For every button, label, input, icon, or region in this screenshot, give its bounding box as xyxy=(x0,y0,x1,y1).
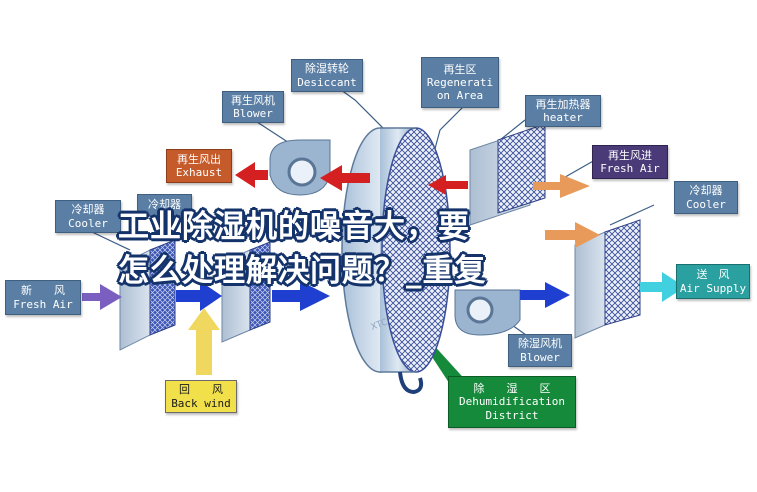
regen-heater-label-cn: 再生加热器 xyxy=(535,97,591,111)
cooler-mid-label: 冷却器 xyxy=(137,194,192,216)
arrow-fresh-air xyxy=(82,284,122,310)
regen-heater-label: 再生加热器 heater xyxy=(525,95,601,127)
exhaust-label-en: Exhaust xyxy=(175,166,223,179)
air-supply-label: 送 风 Air Supply xyxy=(676,264,750,299)
arrow-back-wind xyxy=(188,308,220,375)
cooler-right-label: 冷却器 Cooler xyxy=(674,181,738,214)
dehum-district-label-en2: District xyxy=(485,408,539,422)
back-wind-label: 回 风 Back wind xyxy=(165,380,237,413)
arrow-process-out xyxy=(520,282,570,308)
fresh-air-regen-label-cn: 再生风进 xyxy=(608,148,652,162)
regen-heater-label-en: heater xyxy=(543,111,583,124)
fresh-air-label-cn: 新 风 xyxy=(21,284,65,298)
air-supply-label-en: Air Supply xyxy=(679,281,747,295)
arrow-regen-red-in xyxy=(320,165,370,191)
regen-blower-label-en: Blower xyxy=(233,107,273,120)
cooler-left-label: 冷却器 Cooler xyxy=(55,200,121,233)
headline-overlay: 工业除湿机的噪音大，要 怎么处理解决问题？_重复 xyxy=(118,205,678,293)
air-supply-label-cn: 送 风 xyxy=(696,268,730,282)
arrow-cooler-return xyxy=(545,222,600,248)
right-cooler-unit xyxy=(574,219,641,339)
left-cooler-unit xyxy=(119,239,176,351)
cooler-left-label-cn: 冷却器 xyxy=(71,203,105,217)
arrow-air-supply xyxy=(640,272,685,302)
regen-area-label-en1: Regenerati xyxy=(426,75,494,89)
desiccant-wheel xyxy=(341,127,451,395)
fresh-air-regen-label-en: Fresh Air xyxy=(600,162,660,175)
desiccant-label-en: Desiccant xyxy=(297,75,357,89)
mid-cooler-unit xyxy=(221,241,271,343)
regen-blower-shape xyxy=(269,139,331,196)
desiccant-label-cn: 除湿转轮 xyxy=(305,62,349,76)
cooler-right-label-en: Cooler xyxy=(686,197,726,211)
headline-line-2: 怎么处理解决问题？_重复 xyxy=(118,253,487,289)
arrow-fresh-air-regen xyxy=(533,174,590,198)
back-wind-label-en: Back wind xyxy=(171,396,231,410)
cooler-right-label-cn: 冷却器 xyxy=(689,184,723,198)
desiccant-label: 除湿转轮 Desiccant xyxy=(291,59,363,92)
back-wind-label-cn: 回 风 xyxy=(179,383,223,397)
dehum-blower-label-cn: 除湿风机 xyxy=(518,337,562,351)
cooler-left-label-en: Cooler xyxy=(68,216,108,230)
arrow-process-blue xyxy=(176,281,330,311)
arrow-exhaust xyxy=(235,162,268,188)
dehum-district-label: 除 湿 区 Dehumidification District xyxy=(448,376,576,428)
headline-line-1: 工业除湿机的噪音大，要 xyxy=(118,209,470,245)
regen-area-label-en2: on Area xyxy=(436,89,484,103)
fresh-air-regen-label: 再生风进 Fresh Air xyxy=(592,145,668,179)
exhaust-label-cn: 再生风出 xyxy=(177,152,221,166)
arrow-heater-to-wheel xyxy=(428,175,468,195)
dehum-blower-label: 除湿风机 Blower xyxy=(508,334,572,367)
exhaust-label: 再生风出 Exhaust xyxy=(166,149,232,183)
dehum-district-label-en1: Dehumidification xyxy=(459,395,565,409)
fresh-air-label-en: Fresh Air xyxy=(13,297,73,311)
cooler-mid-label-cn: 冷却器 xyxy=(148,198,181,212)
regen-area-label-cn: 再生区 xyxy=(443,62,477,76)
regen-area-label: 再生区 Regenerati on Area xyxy=(421,57,499,108)
dehum-blower-shape xyxy=(454,289,521,336)
dehum-district-label-cn: 除 湿 区 xyxy=(473,382,551,396)
regen-blower-label-cn: 再生风机 xyxy=(231,93,275,107)
dehum-blower-label-en: Blower xyxy=(520,350,560,364)
regen-blower-label: 再生风机 Blower xyxy=(222,91,284,123)
regen-heater-shape xyxy=(469,123,546,226)
fresh-air-label: 新 风 Fresh Air xyxy=(5,280,81,315)
